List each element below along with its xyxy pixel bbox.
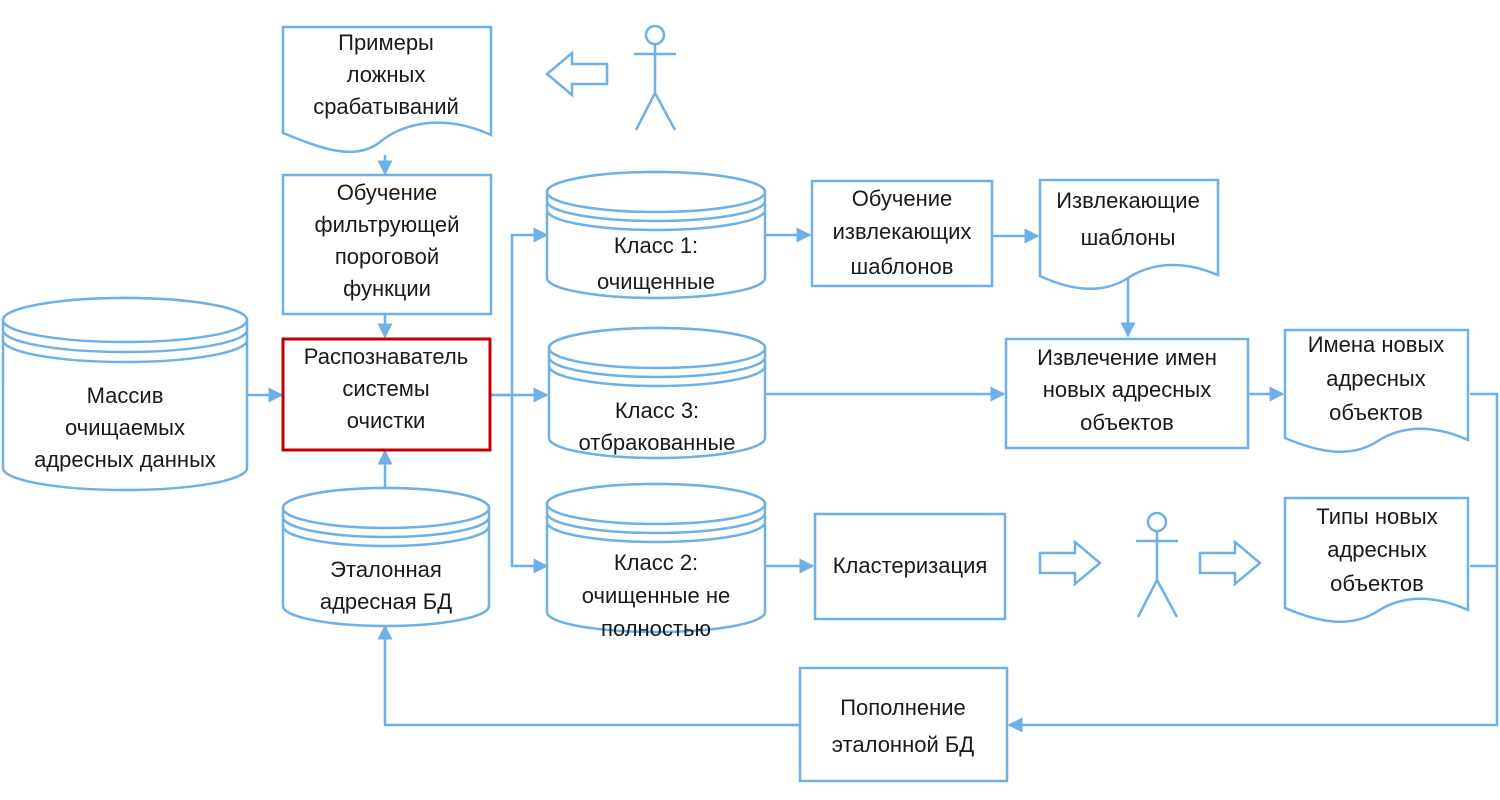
node-label-line: очищенные [597,269,715,294]
block-arrows [545,50,1262,587]
node-recognizer: Распознаватель системы очистки [281,337,492,452]
expert-actor-top [634,24,677,131]
node-label-line: Эталонная [330,557,442,582]
node-templates: Извлекающие шаблоны [1038,178,1220,291]
node-label-line: очищаемых [65,415,185,440]
node-label-line: Класс 2: [614,550,698,575]
node-label-line: системы [342,376,429,401]
node-label-line: фильтрующей [315,212,460,237]
expert-actor-middle [1136,511,1179,618]
node-label-line: очищенные не [582,583,730,608]
node-label-line: объектов [1329,400,1423,425]
node-label-line: извлекающих [833,219,972,244]
connectors [248,155,1499,733]
node-clustering: Кластеризация [813,512,1007,621]
node-label-line: адресных данных [34,447,216,472]
node-input-data: Массив очищаемых адресных данных [1,296,249,492]
node-label-line: Кластеризация [833,553,988,578]
node-label-line: Примеры [338,30,434,55]
node-label-line: пороговой [335,244,439,269]
node-new-types: Типы новых адресных объектов [1283,496,1470,623]
node-reference-db: Эталонная адресная БД [281,486,491,628]
edge-recognizer-to-class2 [510,395,549,574]
node-label-line: срабатываний [313,94,459,119]
node-train-templates: Обучение извлекающих шаблонов [810,179,994,288]
block-arrow-right-2 [1198,539,1262,587]
node-label-line: Массив [87,383,164,408]
node-label-line: адресных [1326,366,1426,391]
node-label-line: Класс 1: [614,233,698,258]
node-label-line: Обучение [852,186,953,211]
edge-outputs-to-update [1007,392,1499,733]
block-arrow-left [545,50,609,98]
node-label-line: Извлечение имен [1037,345,1217,370]
node-extract-names: Извлечение имен новых адресных объектов [1004,337,1250,450]
block-arrow-right-1 [1038,539,1102,587]
node-false-examples: Примеры ложных срабатываний [281,25,493,154]
node-label-line: ложных [347,62,426,87]
node-class1: Класс 1: очищенные [545,170,767,300]
node-label-line: адресных [1327,537,1427,562]
node-train-filter: Обучение фильтрующей пороговой функции [281,173,493,316]
node-label-line: объектов [1330,571,1424,596]
node-label-line: очистки [347,408,426,433]
svg-text:Класс 1:очищенные: Класс 1: очищенные [597,233,715,294]
edge-recognizer-to-class1 [490,227,549,397]
node-label-line: Обучение [337,180,438,205]
node-label-line: эталонной БД [832,732,974,757]
node-label-line: шаблоны [1081,225,1176,250]
node-label-line: Пополнение [840,695,966,720]
node-update-db: Пополнение эталонной БД [798,666,1009,783]
svg-text:Класс 3:отбракованные: Класс 3: отбракованные [578,398,735,455]
node-label-line: шаблонов [851,254,954,279]
node-label-line: Распознаватель [304,344,468,369]
node-label-line: новых адресных [1043,377,1212,402]
node-label-line: Типы новых [1316,504,1437,529]
node-new-names: Имена новых адресных объектов [1283,328,1470,453]
node-label-line: отбракованные [578,430,735,455]
node-label-line: функции [343,276,431,301]
node-label-line: объектов [1080,410,1174,435]
edge-update-to-referencedb [377,624,800,727]
node-label-line: Имена новых [1308,332,1445,357]
node-class3: Класс 3: отбракованные [547,326,767,460]
node-label-line: полностью [601,616,711,641]
svg-text:Кластеризация: Кластеризация [833,553,988,578]
node-class2: Класс 2: очищенные не полностью [545,482,767,641]
node-label-line: Извлекающие [1056,188,1200,213]
node-label-line: адресная БД [320,589,452,614]
node-label-line: Класс 3: [615,398,699,423]
